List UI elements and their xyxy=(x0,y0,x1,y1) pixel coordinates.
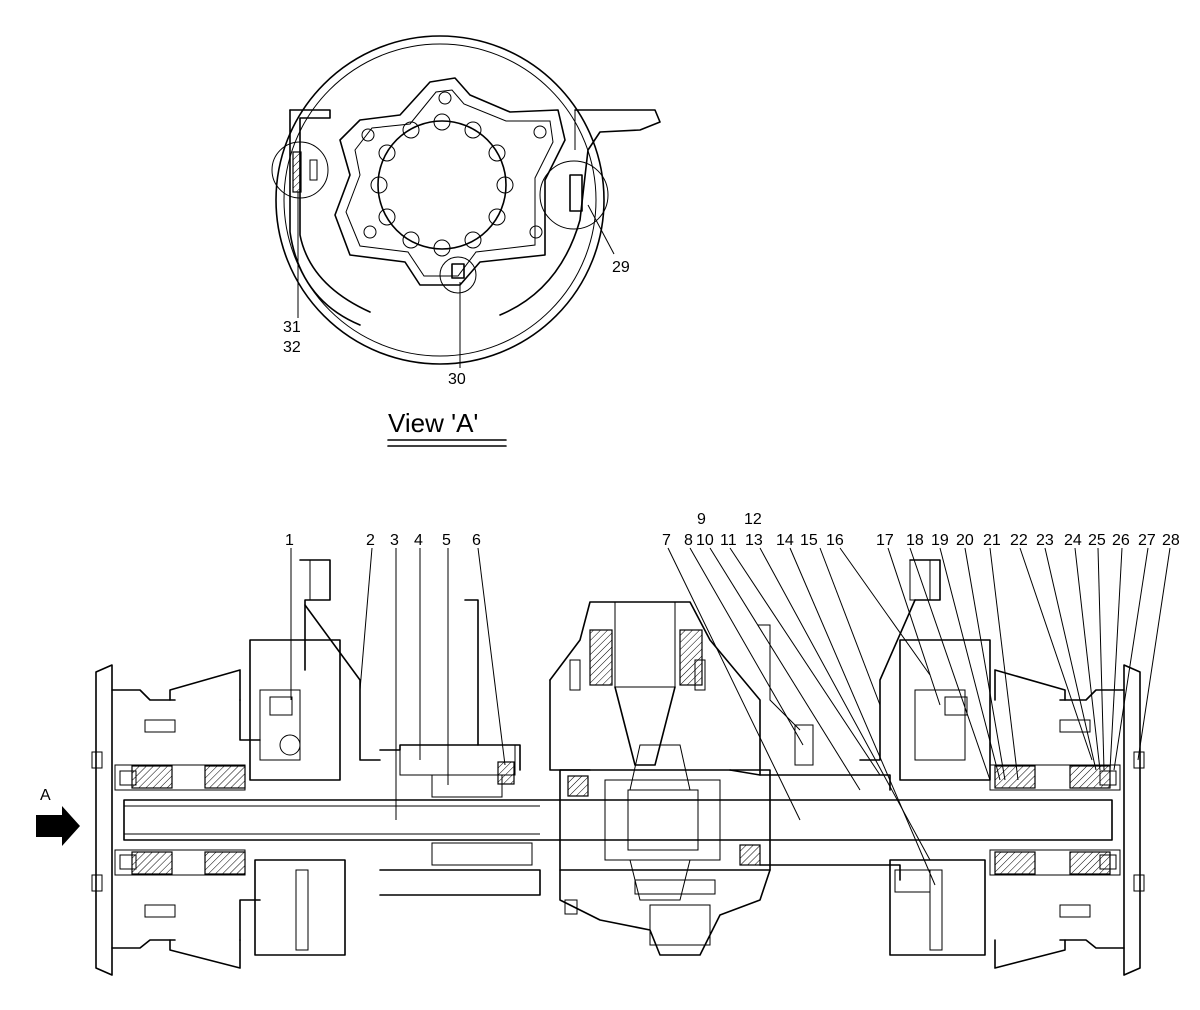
label-20: 20 xyxy=(956,532,974,549)
leader-lines xyxy=(290,547,1171,886)
left-axle-tube-5 xyxy=(431,774,503,798)
outer-flange-ring-inner xyxy=(283,43,597,357)
diff-housing-bottom xyxy=(559,869,771,956)
bracket-right xyxy=(499,109,661,316)
drain-30 xyxy=(451,263,465,279)
label-5: 5 xyxy=(442,532,451,549)
bolt-9 xyxy=(794,724,814,766)
carrier-plate xyxy=(334,77,566,286)
label-11: 11 xyxy=(720,532,737,549)
detail-circle-30 xyxy=(439,256,477,294)
pinion-gear xyxy=(614,686,676,766)
label-15: 15 xyxy=(800,532,818,549)
label-12: 12 xyxy=(744,511,762,528)
label-19: 19 xyxy=(931,532,949,549)
hub-stud-bolts xyxy=(370,113,514,257)
label-18: 18 xyxy=(906,532,924,549)
label-10: 10 xyxy=(696,532,714,549)
right-bracket xyxy=(909,559,941,601)
label-22: 22 xyxy=(1010,532,1028,549)
left-bracket xyxy=(299,559,331,671)
detail-circle-31-32 xyxy=(271,141,329,199)
bracket-left xyxy=(289,109,371,313)
plug-6 xyxy=(497,761,515,785)
label-31: 31 xyxy=(283,319,301,336)
view-arrow-icon xyxy=(36,806,80,846)
detail-circle-29 xyxy=(539,160,609,230)
label-6: 6 xyxy=(472,532,481,549)
housing-left-edge xyxy=(289,109,361,326)
label-26: 26 xyxy=(1112,532,1130,549)
label-4: 4 xyxy=(414,532,423,549)
label-13: 13 xyxy=(745,532,763,549)
view-a-drawing xyxy=(271,35,661,368)
label-28: 28 xyxy=(1162,532,1180,549)
label-14: 14 xyxy=(776,532,794,549)
label-7: 7 xyxy=(662,532,671,549)
diff-case xyxy=(559,769,771,871)
diff-housing-top xyxy=(549,601,761,776)
label-8: 8 xyxy=(684,532,693,549)
clip-29 xyxy=(569,174,583,212)
label-1: 1 xyxy=(285,532,294,549)
left-brake-housing xyxy=(249,639,341,781)
label-30: 30 xyxy=(448,371,466,388)
label-2: 2 xyxy=(366,532,375,549)
label-24: 24 xyxy=(1064,532,1082,549)
label-32: 32 xyxy=(283,339,301,356)
label-23: 23 xyxy=(1036,532,1054,549)
arrow-label: A xyxy=(40,787,51,804)
pinion-housing xyxy=(614,601,676,688)
label-27: 27 xyxy=(1138,532,1156,549)
label-25: 25 xyxy=(1088,532,1106,549)
label-16: 16 xyxy=(826,532,844,549)
label-21: 21 xyxy=(983,532,1001,549)
right-wheel-flange xyxy=(1123,664,1141,976)
view-a-labels: 31 32 29 30 xyxy=(283,259,630,388)
left-wheel-flange xyxy=(95,664,113,976)
outer-flange-ring xyxy=(275,35,605,365)
view-title: View 'A' xyxy=(388,408,478,438)
label-29: 29 xyxy=(612,259,630,276)
label-17: 17 xyxy=(876,532,894,549)
hub-circle xyxy=(377,120,507,250)
label-3: 3 xyxy=(390,532,399,549)
carrier-bolts xyxy=(361,91,547,239)
section-view-labels: A xyxy=(40,511,1180,886)
shim-pack xyxy=(292,151,302,193)
spider-gear xyxy=(627,789,699,851)
label-9: 9 xyxy=(697,511,706,528)
axle-shaft xyxy=(123,799,1113,841)
